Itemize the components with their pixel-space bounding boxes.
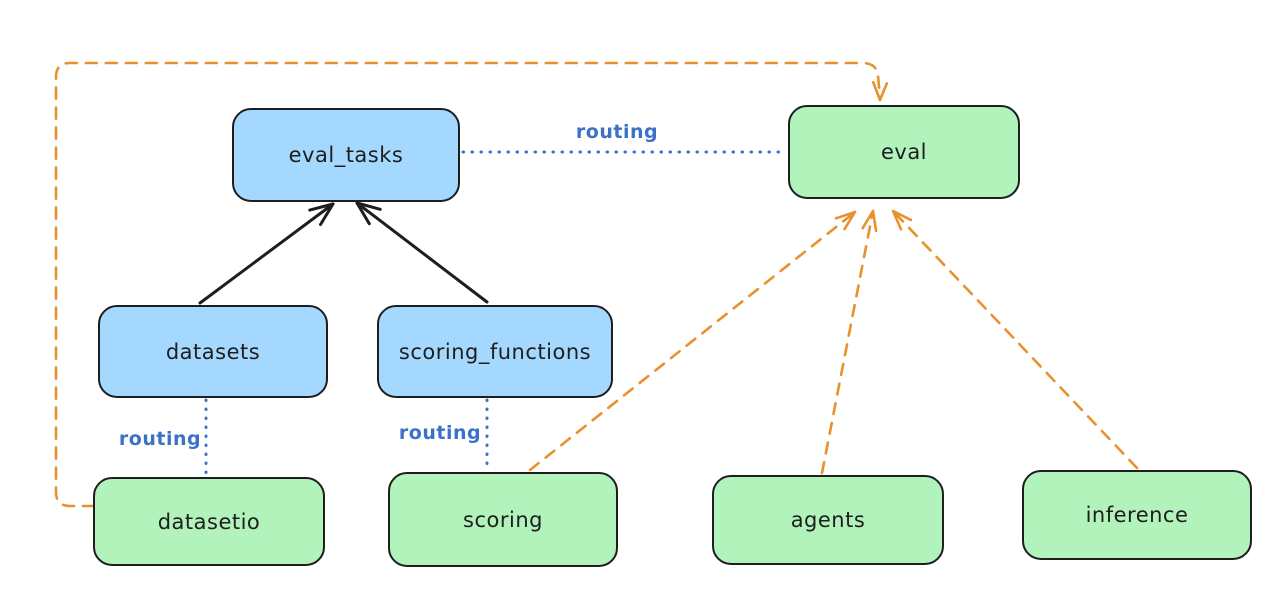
- node-scoring_functions-label: scoring_functions: [398, 339, 592, 364]
- node-agents-label: agents: [790, 508, 866, 532]
- node-scoring_functions: scoring_functions: [377, 305, 613, 398]
- arrow-scoring-to-eval: [528, 210, 857, 472]
- node-agents: agents: [712, 475, 944, 565]
- routing-label-datasets-datasetio: routing: [118, 428, 202, 450]
- node-inference: inference: [1022, 470, 1252, 560]
- arrow-scoring_functions-to-eval_tasks: [355, 201, 489, 304]
- arrow-datasets-to-eval_tasks: [198, 202, 335, 305]
- node-datasetio-label: datasetio: [157, 509, 261, 534]
- node-scoring-label: scoring: [463, 507, 543, 532]
- node-inference-label: inference: [1085, 503, 1189, 527]
- node-datasets: datasets: [98, 305, 328, 398]
- node-datasetio: datasetio: [93, 477, 325, 566]
- node-eval: eval: [788, 105, 1020, 199]
- node-datasets-label: datasets: [165, 339, 261, 364]
- node-scoring: scoring: [388, 472, 618, 567]
- routing-label-eval_tasks-eval: routing: [575, 121, 659, 143]
- node-eval-label: eval: [880, 140, 928, 164]
- arrow-agents-to-eval: [820, 209, 878, 475]
- routing-label-scoring_functions-scoring: routing: [398, 422, 482, 444]
- node-eval_tasks: eval_tasks: [232, 108, 460, 202]
- node-eval_tasks-label: eval_tasks: [288, 143, 404, 167]
- arrow-datasetio-to-eval: [54, 61, 889, 508]
- arrow-inference-to-eval: [891, 209, 1139, 470]
